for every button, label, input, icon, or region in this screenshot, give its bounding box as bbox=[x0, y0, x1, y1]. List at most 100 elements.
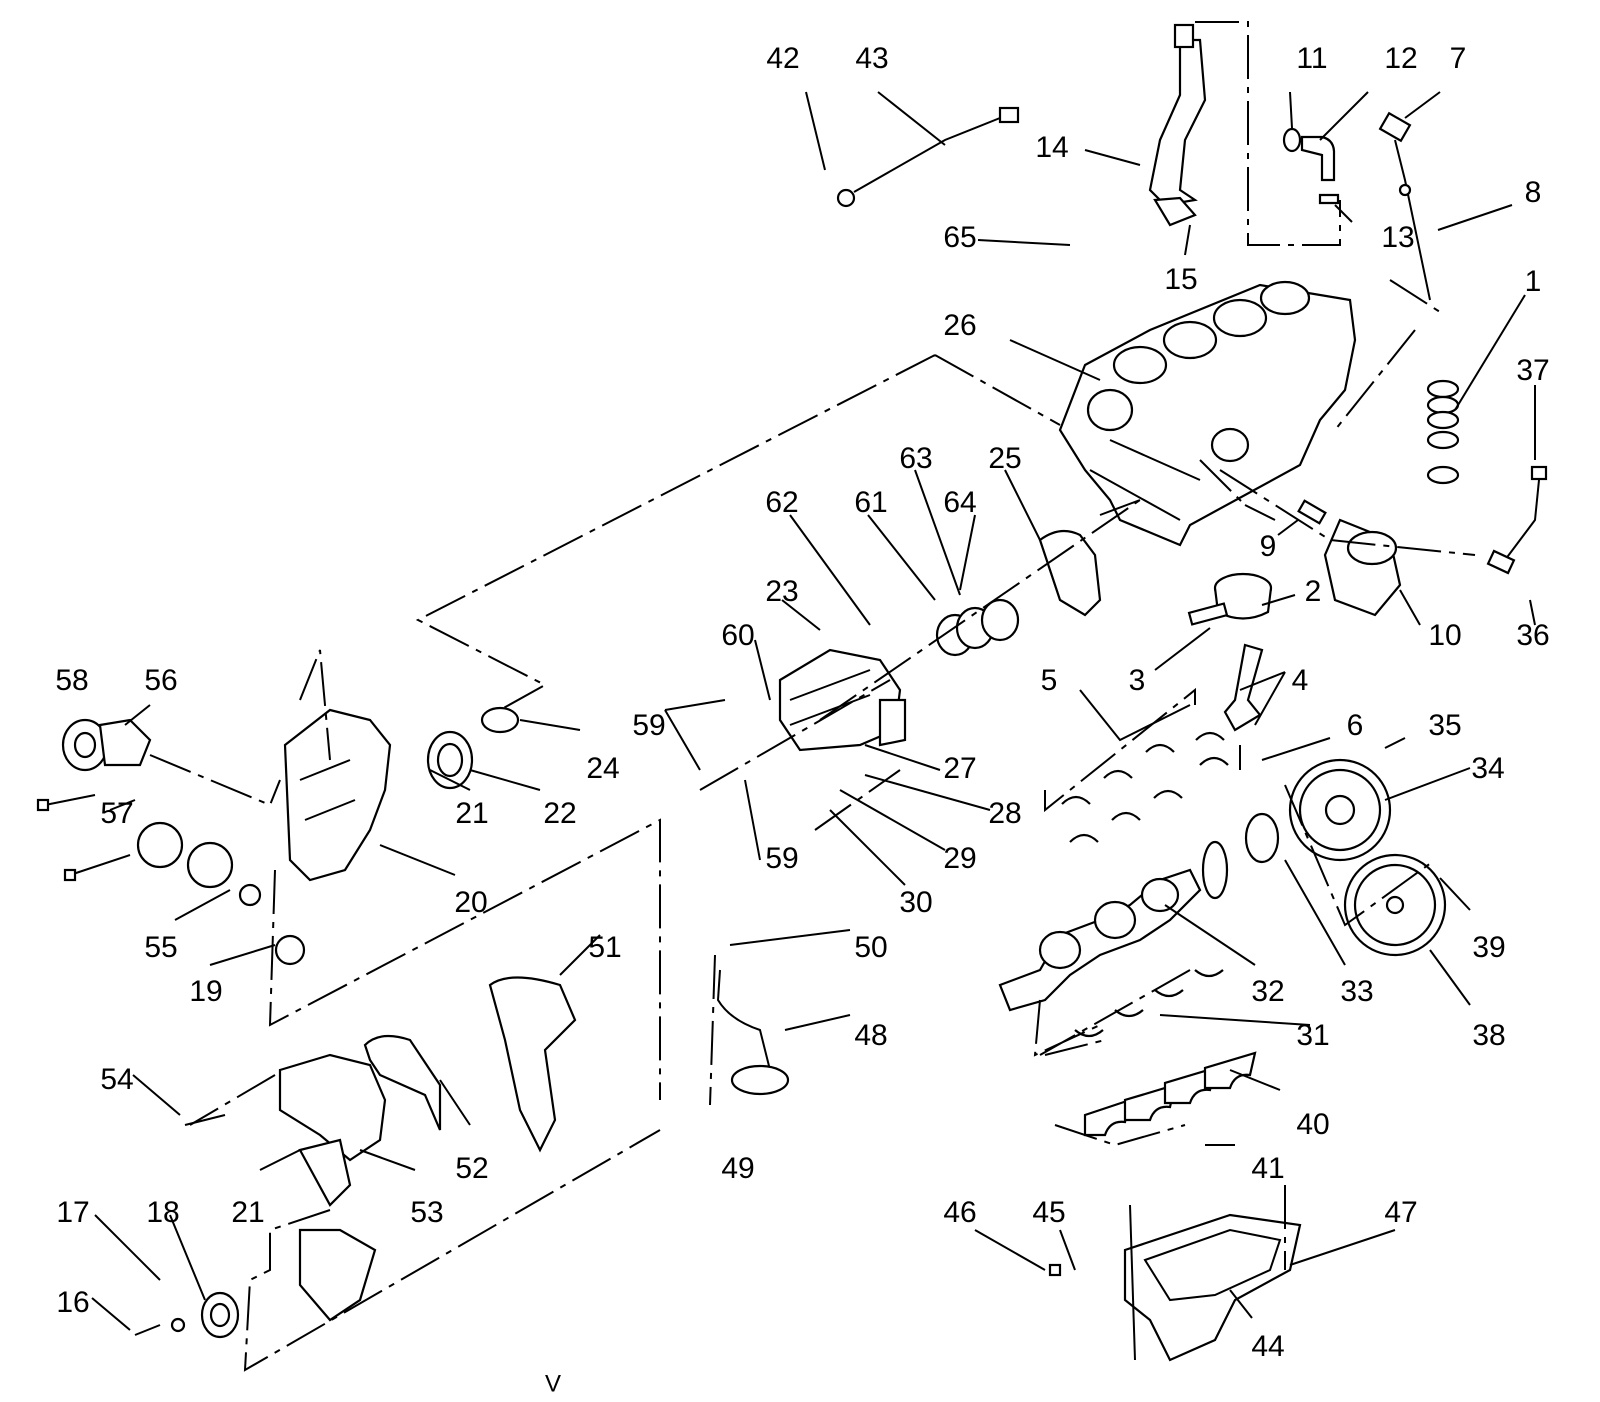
bearing-caps bbox=[1083, 1051, 1257, 1137]
callout-50: 50 bbox=[854, 931, 887, 964]
oil-pressure-sensor bbox=[836, 106, 1020, 208]
callout-38: 38 bbox=[1472, 1019, 1505, 1052]
callout-10: 10 bbox=[1428, 619, 1461, 652]
callout-46: 46 bbox=[943, 1196, 976, 1229]
callout-60: 60 bbox=[721, 619, 754, 652]
front-housing bbox=[283, 708, 392, 882]
callout-56: 56 bbox=[144, 664, 177, 697]
callout-18: 18 bbox=[146, 1196, 179, 1229]
balance-shaft bbox=[778, 648, 907, 752]
callout-57: 57 bbox=[100, 797, 133, 830]
callout-7: 7 bbox=[1450, 42, 1467, 75]
callout-64: 64 bbox=[943, 486, 976, 519]
callout-27: 27 bbox=[943, 752, 976, 785]
callout-1: 1 bbox=[1525, 265, 1542, 298]
callout-labels: 1 2 3 4 5 6 7 8 9 10 11 12 13 14 15 16 1… bbox=[55, 42, 1549, 1397]
callout-20: 20 bbox=[454, 886, 487, 919]
callout-23: 23 bbox=[765, 575, 798, 608]
callout-40: 40 bbox=[1296, 1108, 1329, 1141]
callout-62: 62 bbox=[765, 486, 798, 519]
callout-35: 35 bbox=[1428, 709, 1461, 742]
callout-47: 47 bbox=[1384, 1196, 1417, 1229]
callout-37: 37 bbox=[1516, 354, 1549, 387]
callout-52: 52 bbox=[455, 1152, 488, 1185]
callout-49: 49 bbox=[721, 1152, 754, 1185]
callout-13: 13 bbox=[1381, 221, 1414, 254]
bearing-inserts bbox=[1061, 731, 1229, 843]
callout-63: 63 bbox=[899, 442, 932, 475]
callout-3: 3 bbox=[1129, 664, 1146, 697]
callout-65: 65 bbox=[943, 221, 976, 254]
engine-block bbox=[1058, 280, 1357, 547]
rear-cover bbox=[1038, 529, 1102, 617]
callout-26: 26 bbox=[943, 309, 976, 342]
o-rings bbox=[1426, 379, 1460, 485]
callout-51: 51 bbox=[588, 931, 621, 964]
callout-53: 53 bbox=[410, 1196, 443, 1229]
callout-11: 11 bbox=[1296, 42, 1327, 75]
callout-36: 36 bbox=[1516, 619, 1549, 652]
parts-layer bbox=[36, 23, 1548, 1362]
callout-43: 43 bbox=[855, 42, 888, 75]
footer-mark: V bbox=[545, 1370, 561, 1397]
sprockets bbox=[136, 821, 306, 966]
callout-19: 19 bbox=[189, 975, 222, 1008]
callout-17: 17 bbox=[56, 1196, 89, 1229]
callout-32: 32 bbox=[1251, 975, 1284, 1008]
callout-28: 28 bbox=[988, 797, 1021, 830]
callout-14: 14 bbox=[1035, 131, 1068, 164]
callout-48: 48 bbox=[854, 1019, 887, 1052]
callout-31: 31 bbox=[1296, 1019, 1329, 1052]
callout-41: 41 bbox=[1251, 1152, 1284, 1185]
main-bearings bbox=[1074, 969, 1224, 1038]
callout-24: 24 bbox=[586, 752, 619, 785]
callout-21a: 21 bbox=[231, 1196, 264, 1229]
callout-8: 8 bbox=[1525, 176, 1542, 209]
callout-58: 58 bbox=[55, 664, 88, 697]
callout-39: 39 bbox=[1472, 931, 1505, 964]
front-cover bbox=[278, 1053, 387, 1322]
callout-2: 2 bbox=[1305, 575, 1322, 608]
leader-lines bbox=[91, 91, 1536, 1331]
callout-29: 29 bbox=[943, 842, 976, 875]
callout-54: 54 bbox=[100, 1063, 133, 1096]
callout-12: 12 bbox=[1384, 42, 1417, 75]
callout-59b: 59 bbox=[765, 842, 798, 875]
callout-15: 15 bbox=[1164, 263, 1197, 296]
callout-22: 22 bbox=[543, 797, 576, 830]
callout-42: 42 bbox=[766, 42, 799, 75]
tensioner bbox=[61, 718, 152, 772]
knock-sensor bbox=[1486, 465, 1548, 575]
callout-34: 34 bbox=[1471, 752, 1504, 785]
assembly-lines bbox=[149, 21, 1476, 1372]
crank-pulley bbox=[170, 1291, 240, 1339]
callout-5: 5 bbox=[1041, 664, 1058, 697]
oil-pan bbox=[1123, 1213, 1302, 1362]
callout-21b: 21 bbox=[455, 797, 488, 830]
callout-4: 4 bbox=[1292, 664, 1309, 697]
oil-fill-tube bbox=[1148, 23, 1207, 227]
timing-belts bbox=[363, 976, 577, 1153]
flywheel bbox=[1288, 758, 1447, 957]
breather-elbow bbox=[1282, 127, 1340, 205]
callout-61: 61 bbox=[854, 486, 887, 519]
piston-rod bbox=[1187, 572, 1273, 732]
callout-6: 6 bbox=[1347, 709, 1364, 742]
timing-gears bbox=[935, 598, 1020, 657]
callout-33: 33 bbox=[1340, 975, 1373, 1008]
callout-30: 30 bbox=[899, 886, 932, 919]
oil-pickup bbox=[716, 969, 790, 1096]
callout-9: 9 bbox=[1260, 530, 1277, 563]
crankshaft bbox=[998, 868, 1202, 1012]
callout-25: 25 bbox=[988, 442, 1021, 475]
callout-55: 55 bbox=[144, 931, 177, 964]
callout-59a: 59 bbox=[632, 709, 665, 742]
rear-seal bbox=[1201, 812, 1280, 900]
fasteners bbox=[36, 745, 1241, 1361]
callout-16: 16 bbox=[56, 1286, 89, 1319]
callout-44: 44 bbox=[1251, 1330, 1284, 1363]
dipstick bbox=[1378, 111, 1431, 301]
oil-filter bbox=[1297, 499, 1402, 617]
callout-45: 45 bbox=[1032, 1196, 1065, 1229]
